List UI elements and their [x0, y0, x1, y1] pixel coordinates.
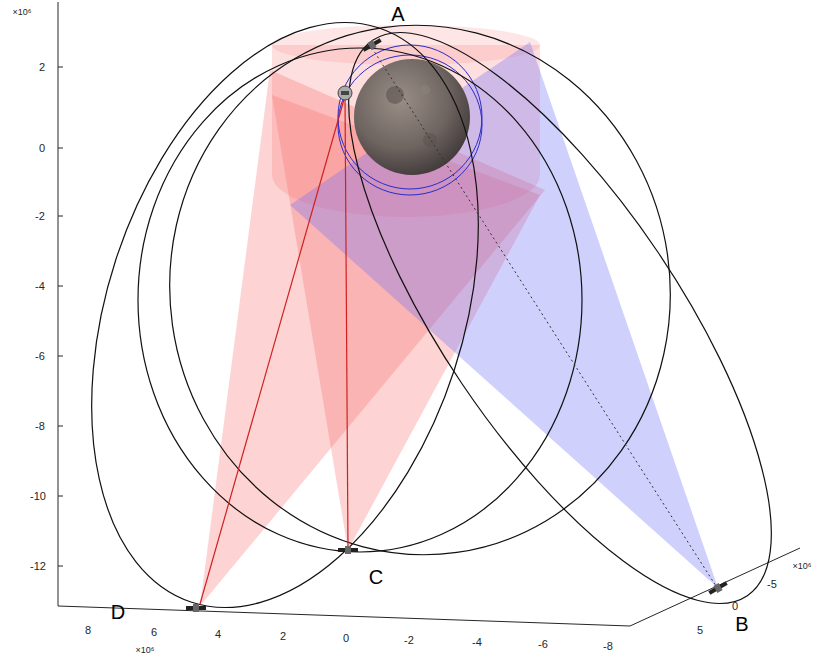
axis-exponent: ×10⁶ [136, 646, 155, 655]
tick-label: 2 [39, 62, 45, 73]
tick-label: -2 [35, 211, 45, 222]
tick-label: -6 [538, 639, 548, 650]
axis-exponent: ×10⁶ [13, 8, 32, 17]
orbits [22, 0, 820, 658]
tick-label: 0 [39, 143, 45, 154]
tick-label: -5 [767, 579, 777, 590]
tick-label: 5 [697, 625, 703, 636]
tick-label: -6 [35, 351, 45, 362]
satellite-label: D [111, 602, 125, 622]
tick-label: -8 [35, 421, 45, 432]
tick-label: 0 [343, 633, 349, 644]
satellites [186, 37, 729, 612]
axis-exponent: ×10⁶ [793, 562, 812, 571]
satellite-label: A [391, 4, 404, 24]
satellite-label: B [735, 614, 748, 634]
tick-label: 0 [732, 601, 738, 612]
tick-label: 4 [215, 629, 221, 640]
axes [58, 2, 800, 626]
tick-label: 6 [151, 627, 157, 638]
tick-label: -8 [603, 641, 613, 652]
tick-label: -4 [472, 637, 482, 648]
tick-label: -10 [30, 491, 46, 502]
tick-label: 2 [280, 631, 286, 642]
links [200, 48, 716, 604]
tick-label: -2 [404, 635, 414, 646]
tick-label: -12 [30, 561, 46, 572]
tick-label: -4 [35, 281, 45, 292]
tick-label: 8 [85, 625, 91, 636]
satellite-label: C [369, 567, 383, 587]
